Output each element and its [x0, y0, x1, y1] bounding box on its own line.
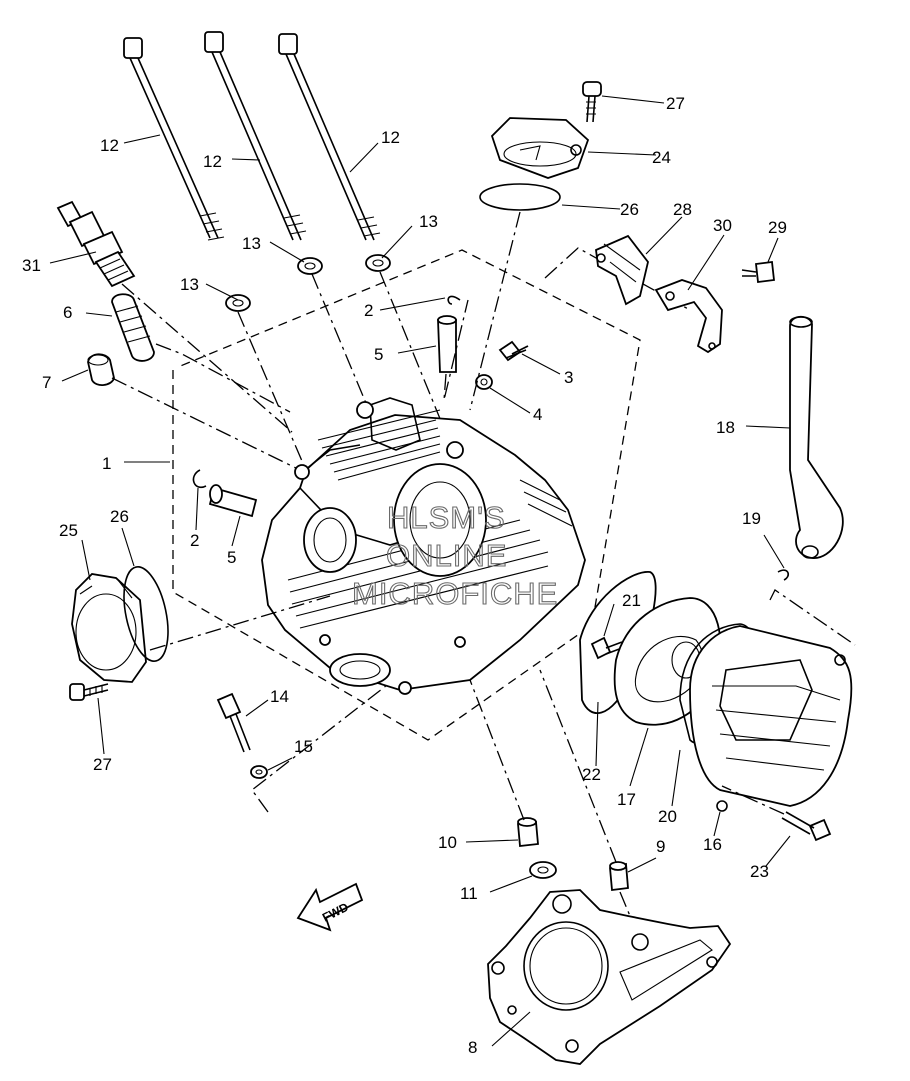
head-port-lower — [329, 653, 391, 687]
watermark-line-2: ONLINE — [386, 538, 507, 573]
callout-30: 30 — [713, 216, 732, 235]
bolt-3 — [498, 340, 529, 362]
callout-27-left: 27 — [93, 755, 112, 774]
washer-4 — [475, 374, 493, 390]
leader-lines — [49, 95, 791, 1047]
head-boss — [369, 397, 421, 451]
cam-cover-24 — [490, 117, 590, 179]
callout-24: 24 — [652, 148, 671, 167]
screw-27-left — [69, 683, 109, 701]
callout-27-top: 27 — [666, 94, 685, 113]
clip-2-lower — [192, 469, 207, 489]
valve-guide-5-upper — [437, 299, 469, 401]
screw-23 — [721, 785, 832, 842]
callout-11: 11 — [460, 884, 478, 903]
callout-13-right: 13 — [419, 212, 438, 231]
cover-centerline — [469, 211, 521, 411]
head-assembly-boundary — [172, 249, 641, 741]
valve-spring-6 — [111, 293, 291, 413]
callout-3: 3 — [564, 368, 573, 387]
callout-29: 29 — [768, 218, 787, 237]
screw-21 — [590, 636, 623, 660]
bolt-washer-13-group — [225, 254, 391, 312]
callout-12-right: 12 — [381, 128, 400, 147]
valve-guide-5-lower — [208, 484, 258, 518]
callout-10: 10 — [438, 833, 457, 852]
callout-12-left: 12 — [100, 136, 119, 155]
o-ring-26-left — [123, 566, 169, 662]
callout-5-lower: 5 — [227, 548, 236, 567]
callout-15: 15 — [294, 737, 313, 756]
watermark: HLSM'S ONLINE MICROFICHE — [351, 499, 558, 611]
callout-7: 7 — [42, 373, 51, 392]
valve-cap-7 — [87, 353, 301, 471]
callout-19: 19 — [742, 509, 761, 528]
head-gasket-8 — [487, 889, 732, 1065]
callout-4: 4 — [533, 405, 542, 424]
cylinder-bolt-12-left — [123, 37, 225, 241]
washer-13-right — [365, 254, 391, 272]
dowel-10 — [469, 679, 539, 847]
callout-28: 28 — [673, 200, 692, 219]
callout-26-top: 26 — [620, 200, 639, 219]
callout-23: 23 — [750, 862, 769, 881]
bracket-group-frame — [544, 247, 691, 311]
callout-26-left: 26 — [110, 507, 129, 526]
tappet-cover-25 — [71, 573, 147, 683]
bolt-29 — [741, 260, 775, 284]
callout-21: 21 — [622, 591, 641, 610]
callout-8: 8 — [468, 1038, 477, 1057]
screw-27-top — [582, 81, 602, 123]
callout-13-middle: 13 — [242, 234, 261, 253]
cylinder-bolt-12-middle — [204, 31, 307, 241]
plate-30 — [654, 279, 723, 354]
callout-2-lower: 2 — [190, 531, 199, 550]
callout-18: 18 — [716, 418, 735, 437]
watermark-line-1: HLSM'S — [387, 500, 506, 535]
assembly-boundary-lines — [172, 247, 856, 813]
callout-numbers: 12 12 12 13 13 13 2 5 3 4 6 7 31 1 2 5 2… — [22, 94, 787, 1057]
callout-1: 1 — [102, 454, 111, 473]
callout-22: 22 — [582, 765, 601, 784]
callout-17: 17 — [617, 790, 636, 809]
callout-13-left: 13 — [180, 275, 199, 294]
callout-2-upper: 2 — [364, 301, 373, 320]
clip-19-frame — [769, 589, 856, 646]
callout-14: 14 — [270, 687, 289, 706]
bolt-15-leader-frame — [251, 639, 446, 813]
o-ring-26-top — [479, 183, 561, 211]
cover-25-centerline — [149, 595, 331, 651]
callout-5-upper: 5 — [374, 345, 383, 364]
watermark-line-3: MICROFICHE — [352, 576, 558, 611]
breather-hose-18 — [789, 315, 844, 559]
side-cover-16 — [689, 625, 853, 812]
spark-plug-31 — [56, 200, 293, 433]
exhaust-port — [303, 507, 357, 573]
callout-20: 20 — [658, 807, 677, 826]
callout-25: 25 — [59, 521, 78, 540]
washer-13-left — [225, 294, 251, 312]
clip-2-upper — [447, 295, 461, 305]
callout-12-middle: 12 — [203, 152, 222, 171]
bolt-14 — [216, 692, 251, 753]
callout-9: 9 — [656, 837, 665, 856]
bracket-28 — [595, 234, 649, 306]
clip-19 — [777, 569, 790, 581]
washer-11 — [529, 861, 557, 879]
intake-port — [393, 463, 487, 577]
callout-16: 16 — [703, 835, 722, 854]
callout-31: 31 — [22, 256, 41, 275]
cylinder-bolt-12-right — [278, 33, 381, 241]
cylinder-head-1 — [261, 397, 586, 695]
fwd-direction-arrow: FWD — [296, 882, 364, 932]
washer-15 — [250, 765, 268, 779]
callout-6: 6 — [63, 303, 72, 322]
